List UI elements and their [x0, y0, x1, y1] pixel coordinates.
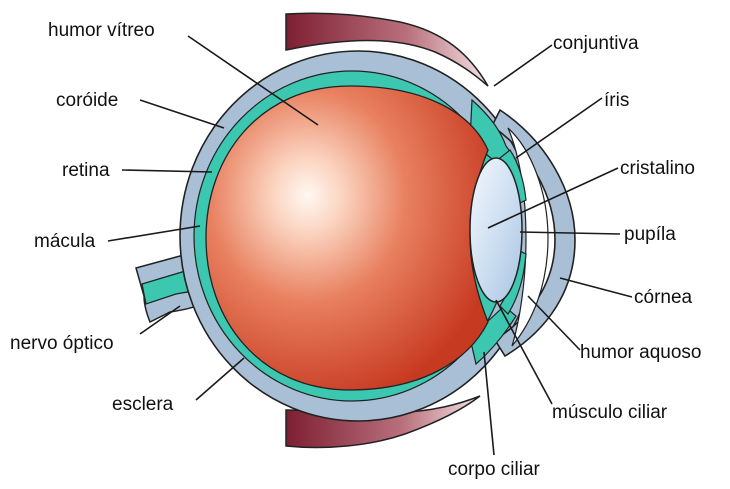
leader-corpo-ciliar — [484, 352, 494, 455]
leader-esclera — [196, 358, 244, 400]
label-iris: íris — [604, 90, 629, 111]
leader-conjuntiva — [494, 45, 552, 86]
label-humor-aquoso: humor aquoso — [580, 342, 701, 363]
label-macula: mácula — [34, 231, 96, 252]
label-humor-vitreo: humor vítreo — [48, 20, 155, 41]
lens — [470, 158, 522, 302]
vitreous-humor — [206, 86, 488, 390]
label-corpo-ciliar: corpo ciliar — [448, 459, 541, 480]
label-cristalino: cristalino — [620, 158, 695, 179]
label-coroide: coróide — [56, 90, 118, 111]
label-cornea: córnea — [634, 287, 693, 308]
label-conjuntiva: conjuntiva — [553, 33, 639, 54]
label-nervo-optico: nervo óptico — [10, 333, 114, 354]
leader-coroide — [140, 100, 224, 128]
leader-iris — [516, 98, 602, 158]
label-esclera: esclera — [112, 394, 174, 415]
label-musculo-ciliar: músculo ciliar — [552, 402, 668, 423]
label-retina: retina — [62, 160, 110, 181]
leader-cornea — [560, 278, 632, 297]
label-pupila: pupíla — [624, 224, 676, 245]
